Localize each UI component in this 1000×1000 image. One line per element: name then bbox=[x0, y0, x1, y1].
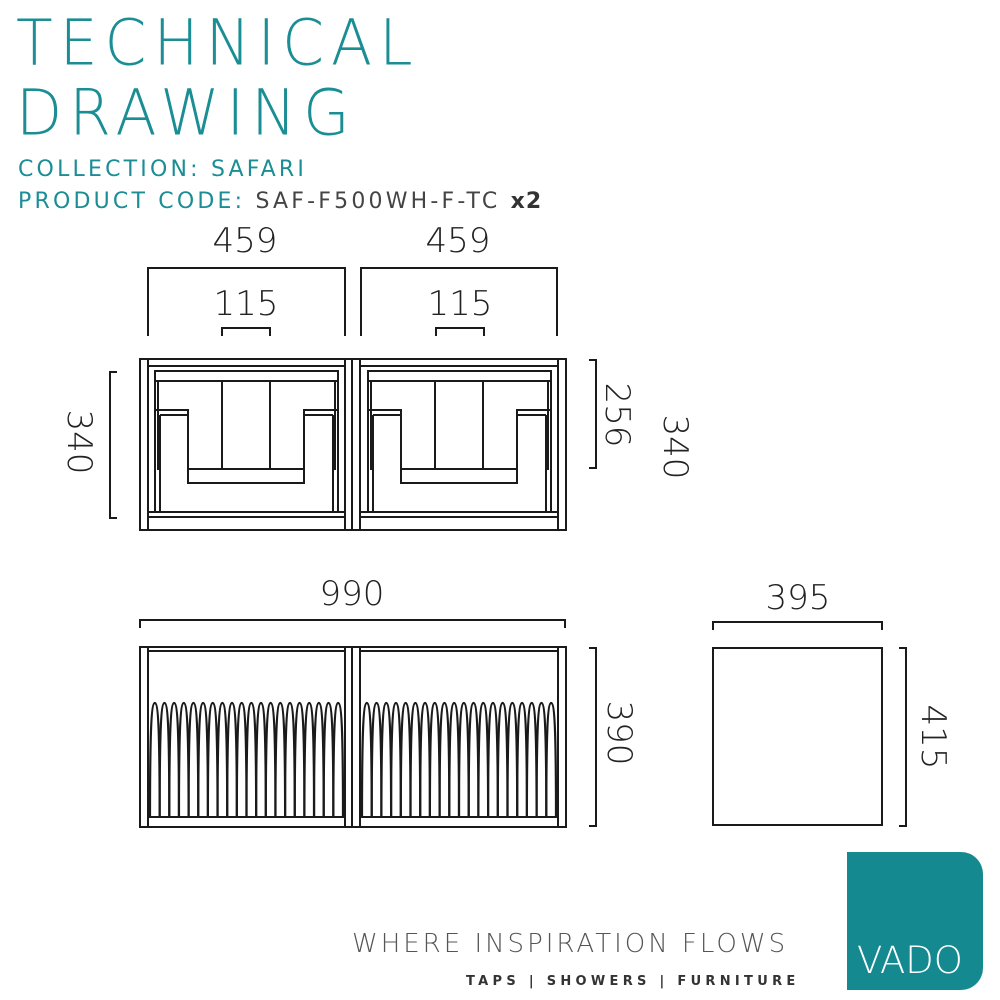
product-code-label: PRODUCT CODE: bbox=[18, 189, 246, 214]
flute-arch bbox=[332, 701, 345, 818]
flute-arch bbox=[535, 701, 548, 818]
dim-plan-inner-depth: 256 bbox=[597, 382, 637, 448]
flute-arch bbox=[399, 701, 412, 818]
flute-arch bbox=[428, 701, 441, 818]
flute-arch bbox=[380, 701, 393, 818]
plan-view bbox=[139, 358, 567, 531]
dim-line-plan-depth-left bbox=[109, 371, 117, 519]
flute-arch bbox=[448, 701, 461, 818]
dim-side-depth: 395 bbox=[765, 578, 831, 618]
dim-line-total-width bbox=[139, 619, 566, 628]
collection-line: COLLECTION: SAFARI bbox=[18, 157, 307, 183]
collection-label: COLLECTION: bbox=[18, 157, 201, 182]
flute-arch bbox=[322, 701, 335, 818]
flute-arch bbox=[370, 701, 383, 818]
flute-arch bbox=[293, 701, 306, 818]
flute-arch bbox=[496, 701, 509, 818]
dim-side-height: 415 bbox=[913, 704, 953, 770]
flute-arch bbox=[206, 701, 219, 818]
dim-unit-width-right: 459 bbox=[425, 221, 491, 261]
front-view bbox=[139, 646, 567, 828]
dim-line-side-depth bbox=[712, 621, 883, 630]
dim-front-height: 390 bbox=[599, 700, 639, 766]
flute-arch bbox=[438, 701, 451, 818]
flute-arch bbox=[255, 701, 267, 818]
flute-arch bbox=[477, 701, 490, 818]
flute-arch bbox=[274, 701, 287, 818]
flute-arch bbox=[545, 701, 558, 818]
flute-arch bbox=[409, 701, 422, 818]
vado-logo: VADO bbox=[847, 852, 983, 990]
side-view bbox=[712, 647, 883, 826]
collection-value: SAFARI bbox=[210, 157, 308, 182]
dim-line-unit-left bbox=[147, 267, 346, 336]
flute-arch bbox=[197, 701, 209, 818]
flute-arch bbox=[216, 701, 229, 818]
flute-arch bbox=[284, 701, 296, 818]
flute-arch bbox=[506, 701, 519, 818]
dim-line-front-height bbox=[589, 647, 597, 827]
product-code-line: PRODUCT CODE: SAF-F500WH-F-TC x2 bbox=[18, 189, 542, 215]
logo-text: VADO bbox=[857, 939, 963, 982]
flute-arch bbox=[226, 701, 238, 818]
flute-arch bbox=[525, 701, 538, 818]
flute-arch bbox=[419, 701, 431, 818]
flute-arch bbox=[264, 701, 277, 818]
dim-unit-width-left: 459 bbox=[212, 221, 278, 261]
flute-arch bbox=[245, 701, 258, 818]
dim-line-side-height bbox=[899, 647, 907, 827]
dim-line-plan-inner-depth bbox=[589, 359, 597, 469]
flute-arch bbox=[158, 701, 171, 818]
flute-arch bbox=[148, 701, 161, 818]
flute-arch bbox=[467, 701, 480, 818]
flute-arch bbox=[516, 701, 528, 818]
title-line-2: DRAWING bbox=[16, 76, 357, 151]
dim-plan-depth-left: 340 bbox=[59, 409, 99, 475]
tagline: WHERE INSPIRATION FLOWS bbox=[352, 929, 789, 959]
dim-line-basin-right bbox=[435, 327, 485, 336]
flute-arch bbox=[390, 701, 402, 818]
dim-line-basin-left bbox=[221, 327, 271, 336]
flute-arch bbox=[487, 701, 499, 818]
flute-arch bbox=[360, 701, 373, 818]
flute-arch bbox=[457, 701, 470, 818]
dim-total-width: 990 bbox=[319, 574, 385, 614]
flute-arch bbox=[312, 701, 325, 818]
quantity: x2 bbox=[510, 189, 543, 214]
flute-arch bbox=[235, 701, 248, 818]
flute-arch bbox=[303, 701, 316, 818]
title-line-1: TECHNICAL bbox=[16, 6, 420, 81]
flute-arch bbox=[177, 701, 190, 818]
product-code-value: SAF-F500WH-F-TC bbox=[255, 189, 501, 214]
flute-arch bbox=[168, 701, 181, 818]
dim-line-unit-right bbox=[360, 267, 558, 336]
dim-basin-width-left: 115 bbox=[213, 284, 279, 324]
dim-basin-width-right: 115 bbox=[427, 284, 493, 324]
flute-arch bbox=[187, 701, 200, 818]
dim-plan-depth-right: 340 bbox=[655, 414, 695, 480]
category-line: TAPS | SHOWERS | FURNITURE bbox=[466, 974, 800, 989]
